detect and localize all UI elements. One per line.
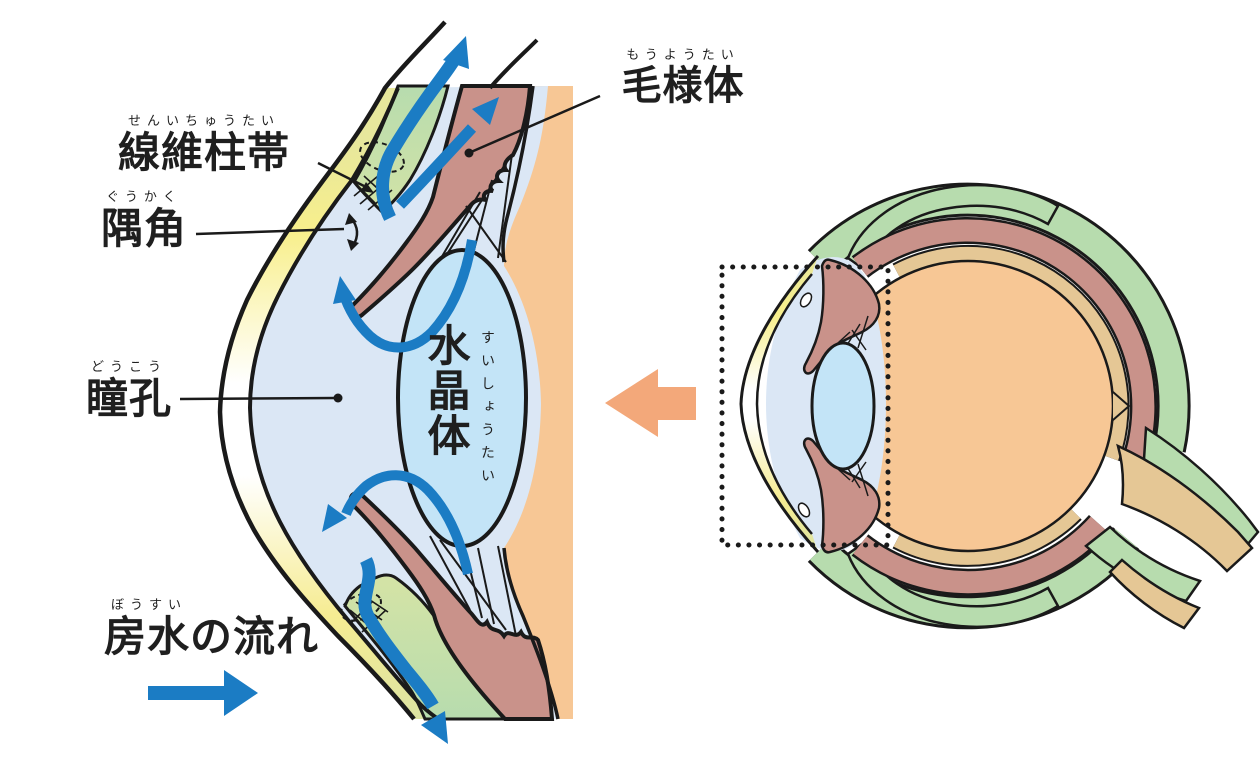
leader-ciliary-body bbox=[470, 94, 601, 154]
furigana-lens: すいしょうたい bbox=[480, 330, 496, 491]
pupil-flow-arrowhead-lower bbox=[322, 504, 347, 532]
schlemm-canal-dashed bbox=[340, 141, 405, 622]
leader-angle bbox=[195, 227, 345, 236]
furigana-angle: ぐうかく bbox=[106, 189, 182, 204]
magnified-anterior-segment bbox=[148, 20, 601, 744]
label-trabecular-meshwork: せんいちゅうたい 線維柱帯 bbox=[108, 110, 300, 176]
conjunctiva-arc-bottom bbox=[846, 542, 1060, 629]
leader-dot-pupil bbox=[333, 393, 343, 403]
vitreous-boundary-top bbox=[501, 85, 535, 263]
choroid-ring-top bbox=[853, 219, 1155, 470]
ciliary-body-lower bbox=[348, 491, 555, 721]
outflow-arrow-main bbox=[376, 53, 462, 221]
label-pupil: どうこう 瞳孔 bbox=[82, 356, 176, 422]
iris-right-lower bbox=[802, 437, 881, 554]
furigana-pupil: どうこう bbox=[90, 359, 167, 374]
optic-nerve-core bbox=[1116, 443, 1254, 573]
iris-right-upper bbox=[802, 258, 881, 375]
label-text-trabecular-meshwork: 線維柱帯 bbox=[117, 129, 290, 176]
conjunctiva-arc-top bbox=[846, 183, 1060, 270]
leader-dot-ciliary bbox=[464, 148, 474, 158]
leader-pupil bbox=[179, 396, 337, 401]
whole-eye-cross-section bbox=[719, 182, 1260, 630]
optic-nerve-tail bbox=[1108, 558, 1201, 630]
pupil-flow-arrow-lower bbox=[341, 470, 473, 576]
optic-nerve bbox=[1084, 425, 1260, 630]
ciliary-body-upper bbox=[347, 84, 533, 320]
outflow-arrowhead-lower bbox=[421, 711, 448, 744]
cornea-right-outer-outline bbox=[739, 254, 820, 554]
label-ciliary-body: もうようたい 毛様体 bbox=[600, 44, 766, 107]
outflow-arrow-lower bbox=[358, 557, 439, 710]
cornea-inner-outline bbox=[247, 87, 440, 721]
flow-legend-arrow-icon bbox=[148, 670, 258, 716]
label-angle: ぐうかく 隅角 bbox=[94, 186, 194, 252]
magnify-arrow-icon bbox=[605, 369, 696, 437]
label-text-ciliary-body: 毛様体 bbox=[621, 64, 745, 108]
label-text-pupil: 瞳孔 bbox=[85, 375, 172, 422]
lens-right bbox=[810, 341, 876, 471]
cornea-right-inner-outline bbox=[755, 273, 813, 535]
cornea-outer-outline bbox=[217, 20, 447, 721]
magnified-region-dotted-box bbox=[719, 264, 891, 548]
label-text-flow-legend: 房水の流れ bbox=[104, 613, 320, 660]
outflow-arrowhead-main bbox=[443, 36, 469, 69]
vitreous-boundary-bottom bbox=[502, 547, 560, 720]
zonule-fibers bbox=[429, 153, 517, 637]
furigana-trabecular-meshwork: せんいちゅうたい bbox=[127, 113, 280, 128]
schlemm-canal-right-top bbox=[799, 292, 813, 308]
furigana-flow-legend: ぼうすい bbox=[110, 597, 187, 612]
schlemm-canal-right-bottom bbox=[797, 502, 811, 518]
label-flow-legend: ぼうすい 房水の流れ bbox=[104, 594, 319, 660]
outflow-arrow-branch bbox=[396, 124, 477, 209]
cut-edge-outline-top bbox=[488, 38, 539, 90]
leader-arrowhead-trabecular bbox=[361, 182, 374, 193]
pupil-flow-arrowhead-upper bbox=[333, 276, 356, 304]
choroid-ring-bottom bbox=[853, 516, 1108, 594]
leader-lines bbox=[179, 94, 601, 403]
furigana-ciliary-body: もうようたい bbox=[626, 47, 740, 62]
aqueous-flow-arrows bbox=[322, 36, 499, 744]
leader-trabecular bbox=[317, 161, 365, 188]
fovea-notch bbox=[1112, 391, 1131, 421]
pupil-flow-arrow-upper bbox=[338, 239, 477, 353]
label-text-angle: 隅角 bbox=[100, 205, 187, 252]
outflow-arrowhead-branch bbox=[472, 97, 499, 125]
retina-ring-bottom bbox=[893, 507, 1081, 565]
label-lens: 水晶体 bbox=[421, 323, 469, 458]
